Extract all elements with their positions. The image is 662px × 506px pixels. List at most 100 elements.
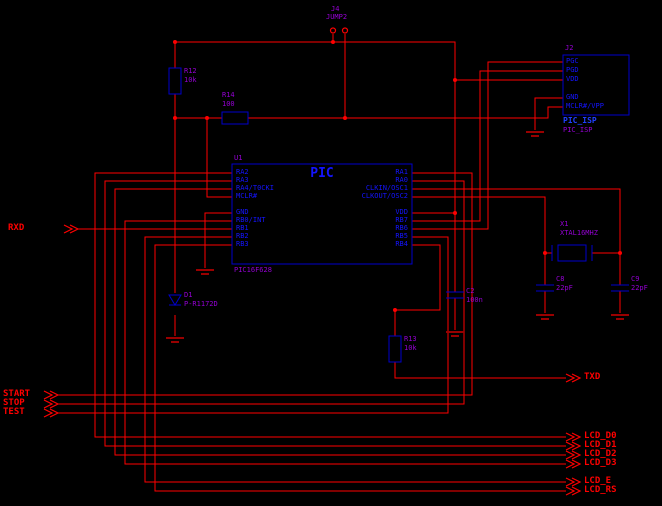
junction-dot [173, 116, 177, 120]
wire-rb4-r13 [394, 244, 441, 336]
mcu-pin-vdd: VDD [395, 208, 408, 216]
isp-pin-mclr-vpp: MCLR#/VPP [566, 102, 604, 110]
wire-j2-gnd [534, 97, 563, 130]
isp-pin-pgd: PGD [566, 66, 579, 74]
netflag-lcd-d0: LCD_D0 [584, 431, 617, 441]
jumper-designator: J4 [331, 5, 340, 13]
netflag-arrows [43, 224, 582, 496]
junction-dot [618, 251, 622, 255]
start-arrow-icon [43, 390, 60, 400]
stop-arrow-icon [43, 399, 60, 409]
isp-pin-vdd: VDD [566, 75, 579, 83]
resistor-r12-body[interactable] [168, 67, 182, 95]
capacitor-c9-body[interactable] [611, 284, 629, 292]
resistor-r13-body[interactable] [388, 335, 402, 363]
isp-pin-pgc: PGC [566, 57, 579, 65]
lcd-rs-arrow-icon [565, 486, 582, 496]
x1-name: X1 [560, 220, 569, 228]
jumper-pins [329, 27, 349, 34]
jumper-pin-1[interactable] [329, 27, 337, 34]
wire-rb2-lcd-e [144, 236, 566, 483]
wire-test [58, 236, 449, 414]
wire-rb0-lcd-d3 [124, 220, 566, 465]
netflag-lcd-d3: LCD_D3 [584, 458, 617, 468]
netflag-lcd-e: LCD_E [584, 476, 612, 486]
mcu-pin-rb0: RB0/INT [236, 216, 266, 224]
crystal-x1-body[interactable] [557, 244, 587, 262]
junction-dots [173, 40, 622, 312]
wire-mclr-pin [206, 118, 232, 198]
mcu-pin-rb7: RB7 [395, 216, 408, 224]
mcu-pin-rb1: RB1 [236, 224, 249, 232]
wire-gnd-pin [204, 212, 232, 268]
mcu-pin-ra0: RA0 [395, 176, 408, 184]
mcu-title: PIC [310, 166, 334, 181]
lcd-d3-arrow-icon [565, 459, 582, 469]
isp-pin-gnd: GND [566, 93, 579, 101]
c8-value: 22pF [556, 284, 573, 292]
junction-dot [543, 251, 547, 255]
isp-designator: J2 [565, 44, 574, 52]
lcd-e-arrow-icon [565, 477, 582, 487]
mcu-pin-osc1: CLKIN/OSC1 [365, 184, 408, 192]
junction-dot [331, 40, 335, 44]
junction-dot [393, 308, 397, 312]
mcu-pin-rb6: RB6 [395, 224, 408, 232]
ground-symbol [196, 269, 214, 275]
ground-symbol [611, 314, 629, 320]
netflag-lcd-d1: LCD_D1 [584, 440, 617, 450]
component-bodies [168, 54, 630, 363]
ground-symbol [446, 331, 464, 337]
mcu-pin-rb3: RB3 [236, 240, 249, 248]
wire-ra4-lcd-d2 [114, 188, 566, 456]
netflag-test: TEST [3, 407, 25, 417]
netflag-txd: TXD [584, 372, 601, 382]
c9-name: C9 [631, 275, 640, 283]
capacitor-c8-body[interactable] [536, 284, 554, 292]
mcu-pin-ra4: RA4/T0CKI [236, 184, 274, 192]
resistor-r14-body[interactable] [221, 111, 249, 125]
isp-connector-body[interactable] [562, 54, 630, 116]
mcu-value: PIC16F628 [234, 266, 272, 274]
wire-rb6-pgc [412, 61, 563, 230]
wire-mclr-line-right [248, 106, 563, 119]
wire-ra2-lcd-d0 [94, 172, 566, 438]
wire-rb7-pgd [412, 70, 563, 222]
lcd-d2-arrow-icon [565, 450, 582, 460]
junction-dot [205, 116, 209, 120]
capacitor-c2-body[interactable] [446, 291, 464, 299]
netflag-lcd-d2: LCD_D2 [584, 449, 617, 459]
netflag-lcd-rs: LCD_RS [584, 485, 617, 495]
test-arrow-icon [43, 408, 60, 418]
lcd-d1-arrow-icon [565, 441, 582, 451]
junction-dot [173, 40, 177, 44]
ground-symbol [536, 314, 554, 320]
lcd-d0-arrow-icon [565, 432, 582, 442]
mcu-pin-ra3: RA3 [236, 176, 249, 184]
mcu-pin-mclr: MCLR# [236, 192, 258, 200]
junction-dot [453, 211, 457, 215]
jumper-pin-2[interactable] [341, 27, 349, 34]
mcu-pin-gnd: GND [236, 208, 249, 216]
junction-dot [343, 116, 347, 120]
mcu-body[interactable] [231, 163, 413, 265]
mcu-pin-rb2: RB2 [236, 232, 249, 240]
mcu-pin-rb4: RB4 [395, 240, 408, 248]
wire-start [58, 172, 473, 396]
isp-title: PIC_ISP [563, 116, 597, 125]
mcu-pin-ra2: RA2 [236, 168, 249, 176]
diode-d1-body[interactable] [168, 294, 182, 306]
wires [58, 34, 621, 492]
r12-name: R12 [184, 67, 197, 75]
rxd-arrow-icon [63, 224, 80, 234]
wire-osc2 [412, 196, 546, 285]
r14-name: R14 [222, 91, 235, 99]
netflag-stop: STOP [3, 398, 25, 408]
mcu-pin-ra1: RA1 [395, 168, 408, 176]
wire-rb3-lcd-rs [154, 244, 566, 492]
netflag-rxd: RXD [8, 223, 25, 233]
ground-symbol [526, 131, 544, 137]
r12-value: 10k [184, 76, 197, 84]
ground-symbols [166, 131, 629, 343]
